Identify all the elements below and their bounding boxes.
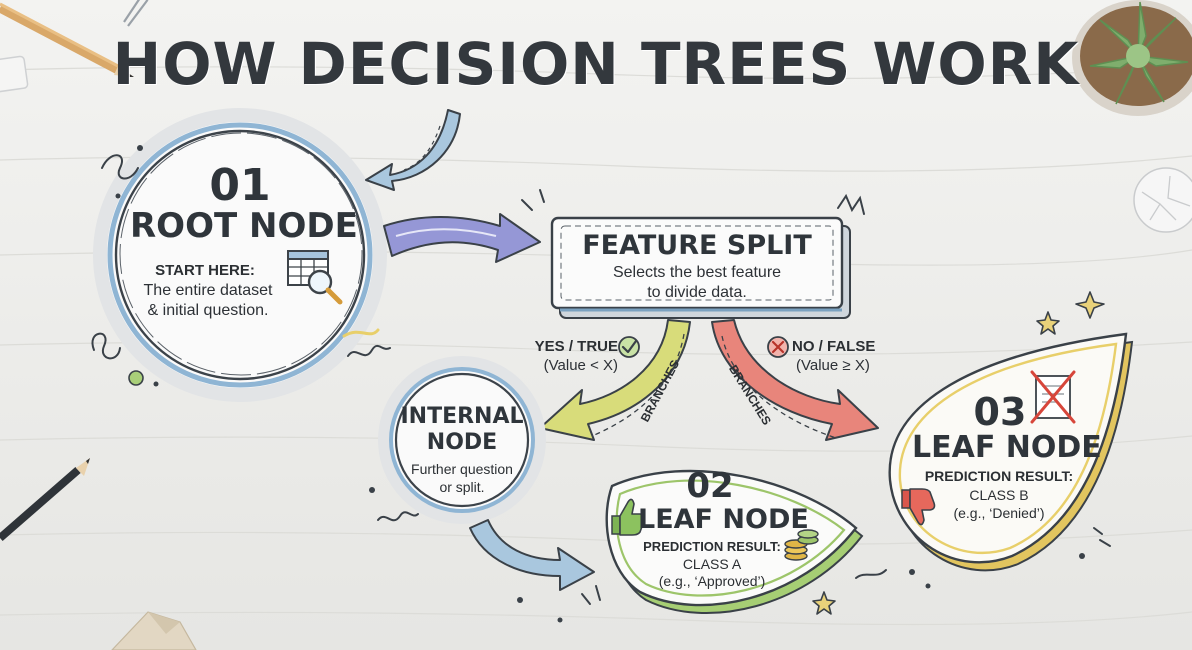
green-dot-decor [128, 370, 144, 386]
leaf-b-title: LEAF NODE [912, 430, 1102, 465]
yes-branch-label: YES / TRUE [534, 338, 618, 355]
no-branch-label: NO / FALSE [792, 338, 876, 355]
succulent-plant-icon [1072, 0, 1192, 116]
no-branch-condition: (Value ≥ X) [796, 357, 870, 374]
root-to-split-arrow [383, 213, 541, 263]
leaf-a-title: LEAF NODE [638, 504, 809, 535]
root-node-desc-line2: & initial question. [147, 302, 269, 319]
thumbs-down-icon [901, 488, 936, 526]
denied-document-icon [1030, 370, 1076, 424]
leaf-b-class: CLASS B [969, 487, 1029, 503]
doodle-dots [115, 145, 1085, 623]
yes-branch-condition: (Value < X) [543, 357, 618, 374]
internal-node-desc-line2: or split. [439, 479, 485, 495]
origami-paper-icon [111, 611, 197, 650]
feature-split-title: FEATURE SPLIT [582, 230, 812, 261]
internal-node-title-line1: INTERNAL [400, 404, 524, 429]
yellow-squiggle-decor [342, 328, 380, 338]
cross-circle-icon [767, 336, 789, 358]
internal-node-shape [378, 356, 546, 524]
root-node-number: 01 [209, 160, 271, 211]
dataset-search-icon [287, 250, 343, 305]
page-title: HOW DECISION TREES WORK [112, 30, 1080, 98]
internal-node-desc-line1: Further question [411, 461, 513, 477]
eraser-icon [0, 55, 29, 93]
thumbs-up-icon [611, 498, 646, 536]
leaf-a-example: (e.g., ‘Approved’) [658, 573, 766, 589]
feature-split-shape [550, 216, 851, 319]
coins-icon [784, 529, 819, 561]
root-node-shape [93, 108, 387, 402]
split-sparkle-marks [521, 189, 865, 215]
pencil-top-left-icon [0, 2, 134, 77]
root-node-title: ROOT NODE [130, 206, 358, 246]
feature-split-desc-line2: to divide data. [647, 284, 747, 301]
root-node-desc-line1: The entire dataset [143, 282, 273, 299]
split-to-leaf-b-arrow [711, 319, 879, 441]
crumpled-paper-icon [1133, 167, 1192, 233]
feature-split-desc-line1: Selects the best feature [612, 264, 782, 281]
leaf-b-number: 03 [973, 390, 1027, 434]
leaf-a-number: 02 [686, 466, 734, 506]
leaf-a-class: CLASS A [682, 556, 742, 572]
check-circle-icon [618, 336, 640, 358]
internal-node-title-line2: NODE [426, 430, 498, 455]
leaf-a-result-label: PREDICTION RESULT: [643, 539, 781, 554]
leaf-b-example: (e.g., ‘Denied’) [953, 505, 1045, 521]
pencil-bottom-left-icon [0, 458, 90, 542]
split-to-internal-arrow [539, 319, 691, 441]
leaf-b-result-label: PREDICTION RESULT: [924, 468, 1074, 484]
internal-to-leaf-a-arrow [469, 519, 595, 591]
paperclip-icon [123, 0, 149, 27]
leaf-a-shape [605, 469, 864, 615]
star-icons [812, 291, 1105, 615]
root-node-lead: START HERE: [155, 262, 255, 279]
doodle-squiggles [91, 154, 1111, 605]
title-to-root-arrow [365, 109, 461, 191]
